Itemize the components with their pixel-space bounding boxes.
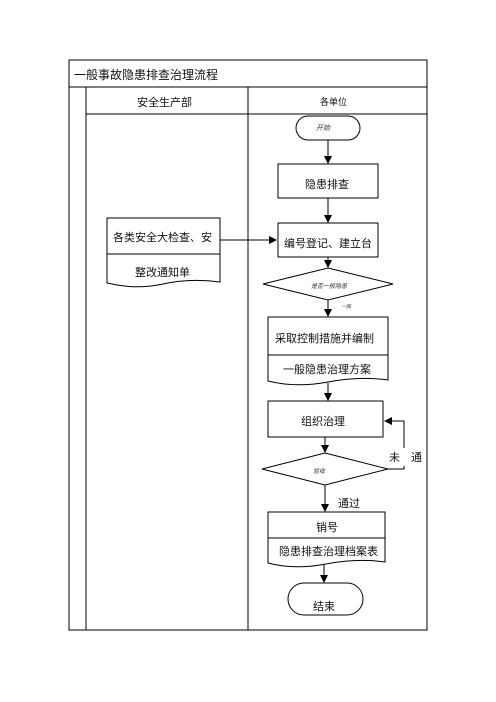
fail-loop-line bbox=[384, 417, 405, 470]
plan-doc-label: 一般隐患治理方案 bbox=[283, 363, 371, 376]
right-column-header: 各单位 bbox=[320, 98, 348, 108]
hazard-check-label: 隐患排查 bbox=[305, 178, 349, 191]
fail-label: 未 通 bbox=[386, 448, 425, 466]
decision1-label: 是否一般隐患 bbox=[311, 283, 348, 290]
plan-document bbox=[267, 354, 389, 386]
left-column-header: 安全生产部 bbox=[137, 96, 192, 109]
inspection-label: 各类安全大检查、安 bbox=[113, 231, 212, 244]
pass-label: 通过 bbox=[338, 497, 360, 510]
notice-label: 整改通知单 bbox=[135, 266, 190, 279]
archive-document bbox=[267, 537, 386, 568]
measures-box bbox=[267, 316, 389, 356]
end-label: 结束 bbox=[313, 600, 335, 613]
notice-document bbox=[106, 253, 221, 288]
start-label: 开始 bbox=[316, 124, 330, 132]
cancel-box bbox=[267, 511, 386, 539]
cancel-label: 销号 bbox=[316, 521, 338, 534]
table-frame bbox=[68, 59, 428, 631]
organize-label: 组织治理 bbox=[301, 415, 345, 428]
page-title: 一般事故隐患排查治理流程 bbox=[74, 68, 219, 82]
register-box bbox=[277, 222, 379, 258]
inspection-box bbox=[106, 217, 221, 255]
decision1-note: 一般 bbox=[341, 304, 352, 310]
measures-label: 采取控制措施并编制 bbox=[275, 332, 374, 345]
archive-doc-label: 隐患排查治理档案表 bbox=[279, 545, 378, 558]
end-node bbox=[287, 582, 364, 616]
decision2-label: 验收 bbox=[313, 468, 326, 475]
register-label: 编号登记、建立台 bbox=[284, 237, 372, 250]
organize-box bbox=[267, 400, 384, 438]
